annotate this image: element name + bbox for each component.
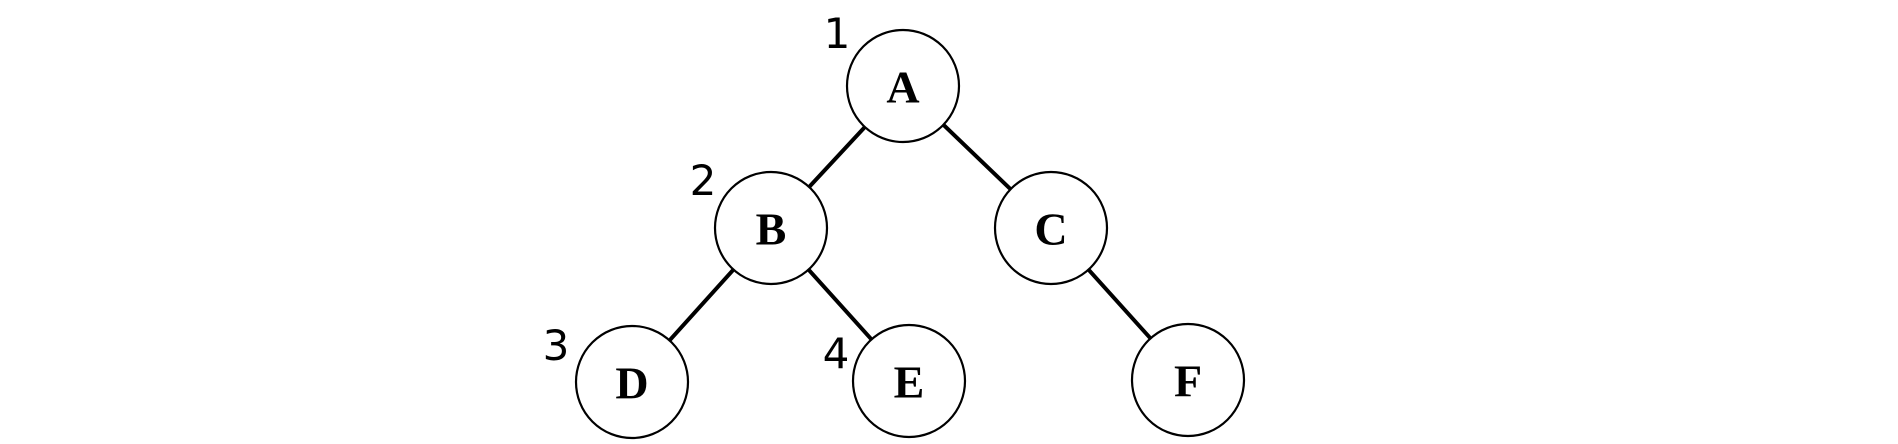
tree-node-B: B xyxy=(713,170,829,286)
node-circle-F xyxy=(1130,322,1246,438)
visit-order-label-A: 1 xyxy=(824,9,851,58)
node-circle-A xyxy=(845,28,961,144)
tree-node-C: C xyxy=(993,170,1109,286)
node-letter-C: C xyxy=(1034,204,1067,255)
node-letter-E: E xyxy=(894,357,925,408)
node-circle-C xyxy=(993,170,1109,286)
node-letter-F: F xyxy=(1174,356,1202,407)
node-circle-B xyxy=(713,170,829,286)
node-letter-B: B xyxy=(756,204,787,255)
visit-order-label-D: 3 xyxy=(543,321,570,370)
order-labels-layer: 1 2 3 4 xyxy=(543,9,851,378)
tree-node-D: D xyxy=(574,324,690,440)
tree-node-A: A xyxy=(845,28,961,144)
node-letter-D: D xyxy=(615,358,648,409)
tree-node-F: F xyxy=(1130,322,1246,438)
node-letter-A: A xyxy=(886,62,919,113)
node-circle-E xyxy=(851,323,967,439)
visit-order-label-E: 4 xyxy=(823,329,850,378)
nodes-layer: A B C D E F xyxy=(574,28,1246,440)
tree-node-E: E xyxy=(851,323,967,439)
visit-order-label-B: 2 xyxy=(690,156,717,205)
node-circle-D xyxy=(574,324,690,440)
